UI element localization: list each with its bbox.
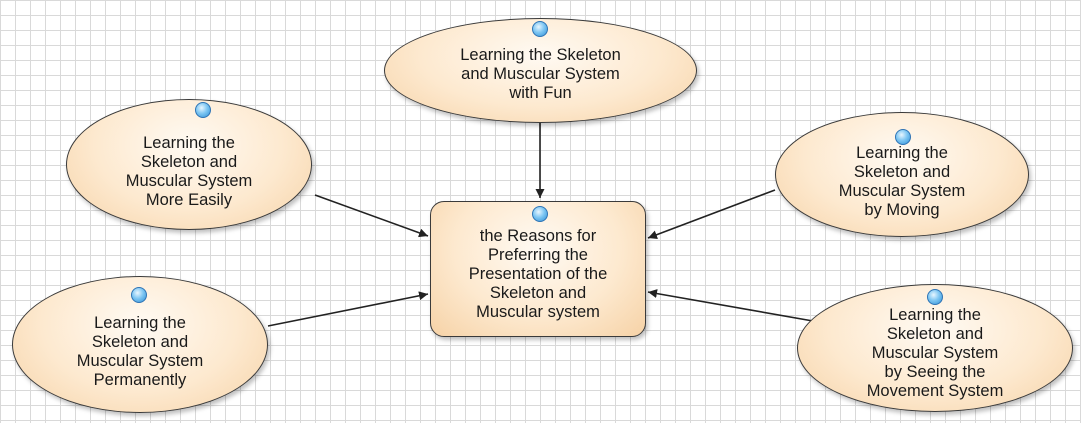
node-center-reasons[interactable]: the Reasons for Preferring the Presentat… xyxy=(430,201,646,337)
node-more-easily-label: Learning the Skeleton and Muscular Syste… xyxy=(125,133,253,209)
node-by-moving-label: Learning the Skeleton and Muscular Syste… xyxy=(838,143,966,219)
arrow-right-bottom-to-center xyxy=(647,289,831,325)
node-with-fun-label: Learning the Skeleton and Muscular Syste… xyxy=(460,46,621,102)
node-more-easily[interactable]: Learning the Skeleton and Muscular Syste… xyxy=(66,99,312,230)
blue-sphere-icon xyxy=(895,129,911,145)
node-by-moving[interactable]: Learning the Skeleton and Muscular Syste… xyxy=(775,112,1029,237)
node-permanently[interactable]: Learning the Skeleton and Muscular Syste… xyxy=(12,276,268,413)
node-seeing-movement[interactable]: Learning the Skeleton and Muscular Syste… xyxy=(797,284,1073,412)
node-center-reasons-label: the Reasons for Preferring the Presentat… xyxy=(468,226,608,321)
blue-sphere-icon xyxy=(195,102,211,118)
blue-sphere-icon xyxy=(927,289,943,305)
blue-sphere-icon xyxy=(131,287,147,303)
arrow-left-top-to-center xyxy=(314,194,429,238)
node-seeing-movement-label: Learning the Skeleton and Muscular Syste… xyxy=(866,305,1004,400)
node-permanently-label: Learning the Skeleton and Muscular Syste… xyxy=(76,313,204,389)
arrow-left-bottom-to-center xyxy=(267,291,429,327)
arrow-right-top-to-center xyxy=(647,189,776,240)
blue-sphere-icon xyxy=(532,206,548,222)
blue-sphere-icon xyxy=(532,21,548,37)
